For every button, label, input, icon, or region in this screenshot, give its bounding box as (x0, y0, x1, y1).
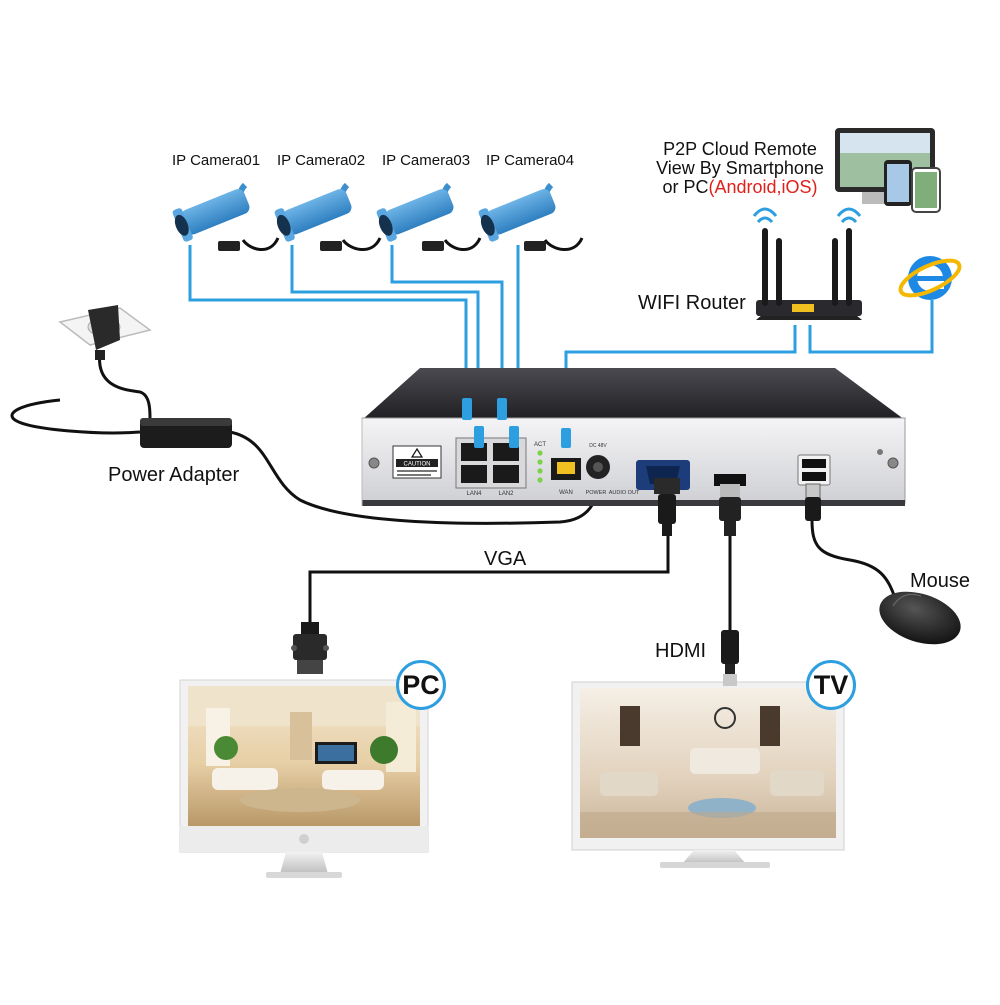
lan-port[interactable] (493, 465, 519, 483)
cable-camera01 (188, 245, 468, 400)
camera03-pigtail (443, 237, 482, 251)
ip-camera-02 (274, 182, 352, 251)
wall-socket-icon (58, 305, 152, 360)
caution-text: CAUTION (404, 462, 431, 468)
power-loop-cable (10, 398, 141, 435)
lan4-label: LAN4 (466, 491, 482, 497)
camera01-pigtail (241, 237, 280, 251)
ip-camera-01 (172, 182, 250, 251)
hdmi-plug-icon (721, 630, 739, 686)
cable-camera02 (290, 245, 480, 400)
camera01-label: IP Camera01 (172, 152, 261, 169)
p2p-line1: P2P Cloud Remote (663, 139, 817, 159)
lan2-label: LAN2 (498, 491, 514, 497)
p2p-remote-text: P2P Cloud Remote View By Smartphone or P… (640, 140, 840, 197)
wan-label: WAN (559, 490, 573, 496)
p2p-line3: or PC(Android,iOS) (640, 178, 840, 197)
dc-label: DC 48V (589, 443, 607, 449)
wifi-signal-icon (752, 207, 862, 224)
vga-cable (308, 535, 670, 625)
rj45-plugs (462, 398, 571, 448)
power-label: POWER (586, 490, 607, 496)
remote-devices-icon (835, 128, 941, 213)
tv (571, 681, 845, 868)
camera02-pigtail (341, 237, 382, 251)
mouse-cable (810, 519, 897, 599)
ip-camera-03 (376, 182, 454, 251)
act-label: ACT (534, 442, 546, 448)
mouse-icon (879, 591, 961, 645)
hdmi-port[interactable] (714, 474, 746, 536)
usb-ports[interactable] (797, 454, 831, 521)
camera04-label: IP Camera04 (486, 152, 575, 169)
wifi-router-icon (752, 207, 862, 320)
vga-label: VGA (484, 548, 527, 570)
p2p-os-text: (Android,iOS) (708, 177, 818, 197)
cable-router-internet (808, 300, 934, 354)
pc-badge: PC (396, 660, 446, 710)
power-adapter-icon (140, 418, 232, 448)
power-dc-cable (229, 430, 600, 525)
internet-explorer-icon (898, 256, 962, 300)
camera03-label: IP Camera03 (382, 152, 471, 169)
caution-label: CAUTION (392, 445, 442, 479)
black-cables (10, 237, 897, 640)
nvr-recorder: CAUTION LAN4 LAN2 ACT (361, 368, 906, 536)
ip-camera-04 (478, 182, 556, 251)
wan-port[interactable]: WAN (551, 458, 581, 496)
hdmi-label: HDMI (655, 640, 707, 662)
vga-connector (654, 478, 680, 536)
router-label: WIFI Router (638, 292, 746, 314)
pc-monitor (179, 679, 429, 878)
camera02-label: IP Camera02 (277, 152, 366, 169)
power-jack[interactable]: DC 48V POWER AUDIO OUT (586, 443, 640, 496)
power-adapter-label: Power Adapter (108, 464, 240, 486)
p2p-line3-prefix: or PC (662, 177, 709, 197)
lan-port[interactable] (461, 465, 487, 483)
power-plug-cable (98, 351, 152, 419)
cable-camera03 (390, 245, 504, 400)
audio-out-label: AUDIO OUT (609, 490, 640, 496)
vga-plug-icon (291, 622, 329, 674)
tv-badge: TV (806, 660, 856, 710)
mouse-label: Mouse (910, 570, 971, 592)
camera04-pigtail (543, 237, 584, 251)
act-leds: ACT (534, 442, 546, 483)
p2p-line2: View By Smartphone (656, 158, 824, 178)
